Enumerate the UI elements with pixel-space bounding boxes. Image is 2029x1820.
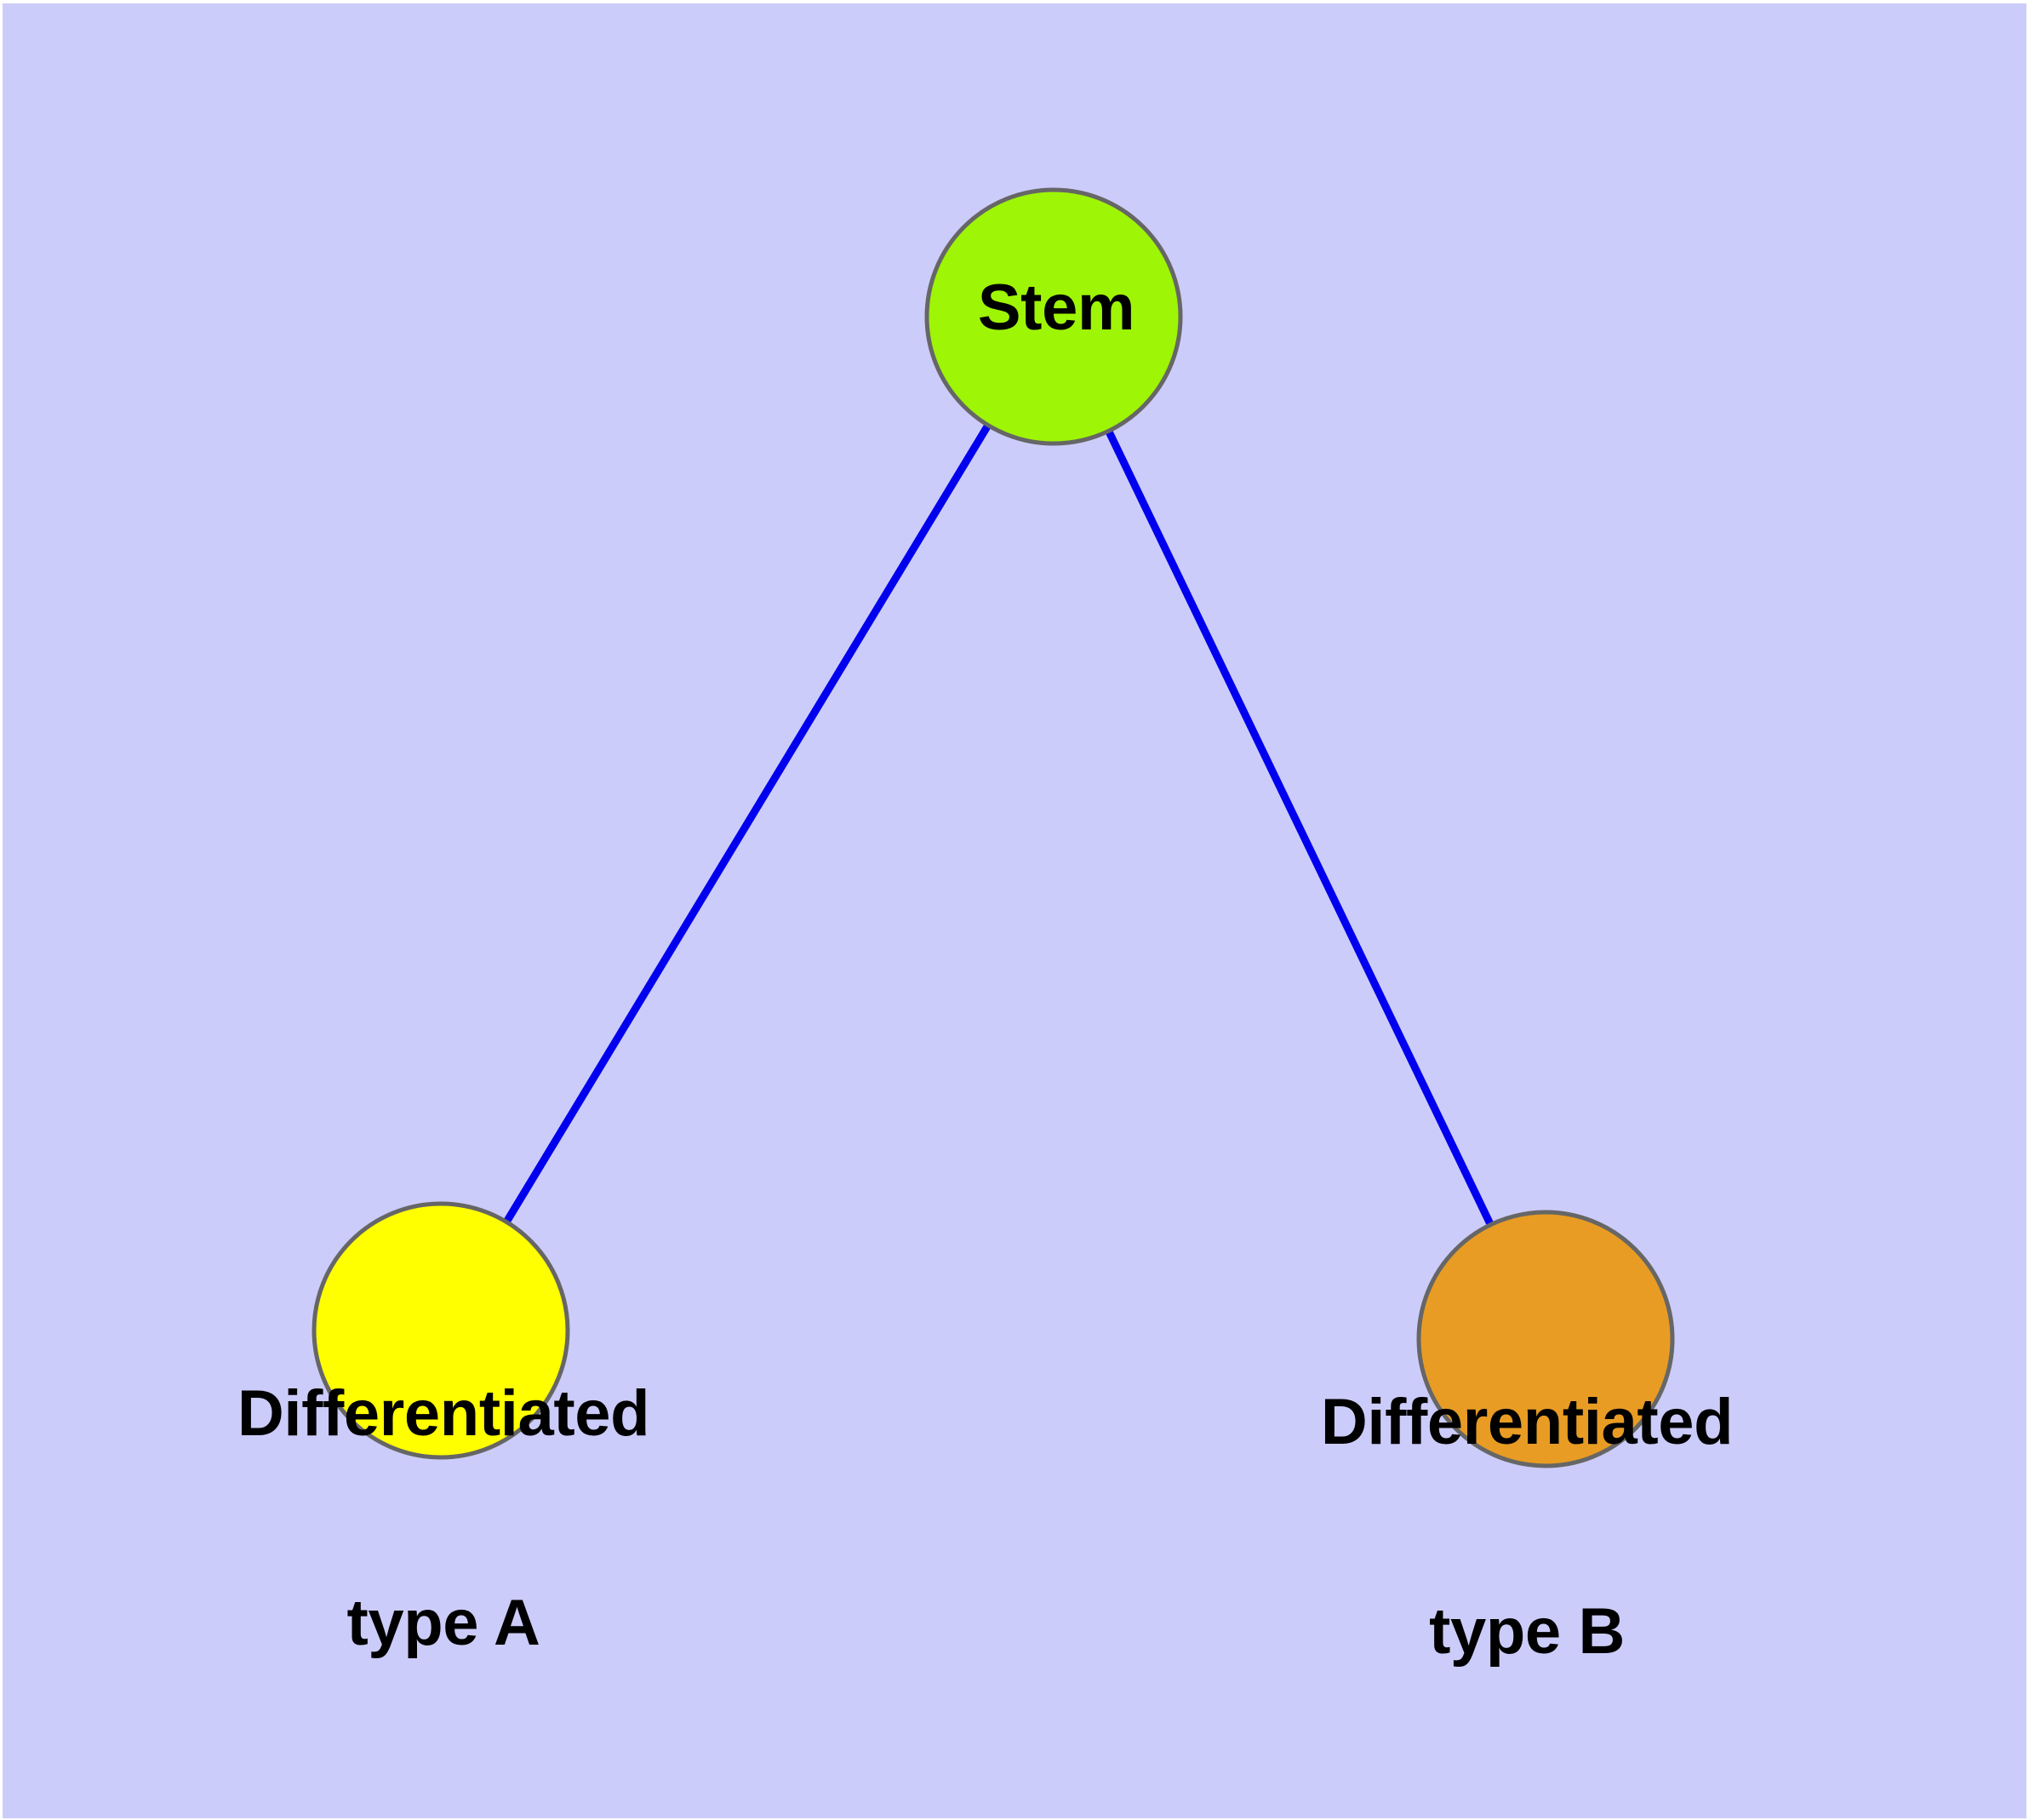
node-layer [311, 187, 1675, 1468]
edge-layer [437, 314, 1550, 1341]
node-stem[interactable] [924, 187, 1183, 446]
edge-stem-to-differentiated-type-b[interactable] [1049, 315, 1550, 1341]
node-differentiated-type-b[interactable] [1416, 1210, 1675, 1468]
node-differentiated-type-a[interactable] [311, 1201, 570, 1460]
graph-svg [311, 187, 1675, 1468]
diagram-plot-area: Stem Differentiated type A Differentiate… [3, 3, 2026, 1818]
edge-stem-to-differentiated-type-a[interactable] [437, 314, 1057, 1333]
